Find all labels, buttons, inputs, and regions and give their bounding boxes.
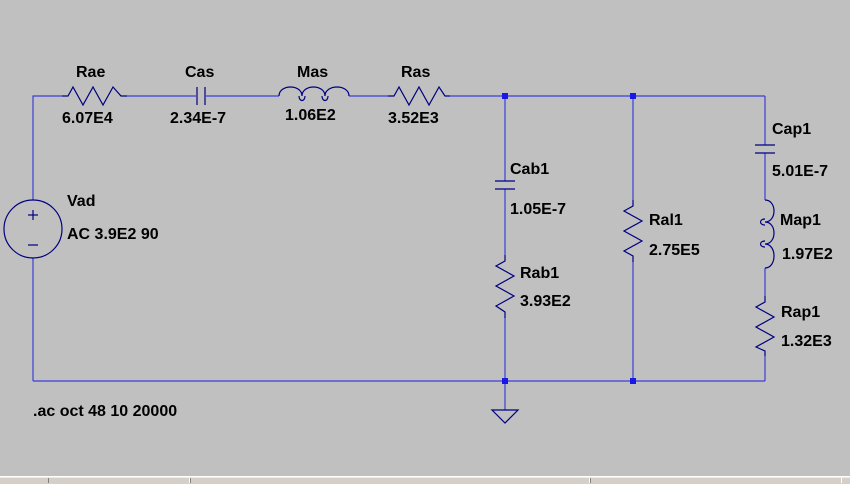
- status-bar-pane: [190, 478, 590, 483]
- resistor-rab1[interactable]: Rab1 3.93E2: [494, 255, 571, 318]
- inductor-mas[interactable]: Mas 1.06E2: [278, 64, 350, 124]
- resistor-rae[interactable]: Rae 6.07E4: [62, 64, 127, 127]
- junction-dot: [502, 378, 508, 384]
- wires: [32, 95, 766, 410]
- inductor-map1-name: Map1: [780, 212, 821, 229]
- resistor-rap1-name: Rap1: [781, 304, 820, 321]
- voltage-source-vad-value: AC 3.9E2 90: [67, 226, 159, 243]
- capacitor-cab1[interactable]: Cab1 1.05E-7: [495, 161, 566, 218]
- capacitor-cas-name: Cas: [185, 64, 214, 81]
- resistor-ras-value: 3.52E3: [388, 110, 439, 127]
- resistor-rab1-name: Rab1: [520, 265, 559, 282]
- resistor-rab1-value: 3.93E2: [520, 293, 571, 310]
- status-bar-pane: [48, 478, 190, 483]
- voltage-source-vad-name: Vad: [67, 193, 95, 210]
- junction-dot: [502, 93, 508, 99]
- junction-dot: [630, 378, 636, 384]
- inductor-map1-value: 1.97E2: [782, 246, 833, 263]
- resistor-ras[interactable]: Ras 3.52E3: [388, 64, 450, 127]
- capacitor-cas-value: 2.34E-7: [170, 110, 226, 127]
- resistor-ras-name: Ras: [401, 64, 430, 81]
- capacitor-cap1-value: 5.01E-7: [772, 163, 828, 180]
- resistor-rap1[interactable]: Rap1 1.32E3: [754, 296, 832, 356]
- resistor-ral1[interactable]: Ral1 2.75E5: [622, 200, 700, 262]
- status-bar-pane: [590, 478, 842, 483]
- ground-symbol[interactable]: [490, 409, 520, 424]
- capacitor-cap1-name: Cap1: [772, 121, 811, 138]
- spice-directive[interactable]: .ac oct 48 10 20000: [33, 403, 177, 420]
- resistor-rap1-value: 1.32E3: [781, 333, 832, 350]
- resistor-rae-value: 6.07E4: [62, 110, 113, 127]
- status-bar: [0, 476, 850, 484]
- junction-dot: [630, 93, 636, 99]
- voltage-source-vad[interactable]: Vad AC 3.9E2 90: [3, 193, 159, 259]
- resistor-ral1-name: Ral1: [649, 212, 683, 229]
- inductor-map1[interactable]: Map1 1.97E2: [759, 199, 833, 269]
- capacitor-cab1-name: Cab1: [510, 161, 549, 178]
- inductor-mas-value: 1.06E2: [285, 107, 336, 124]
- resistor-ral1-value: 2.75E5: [649, 242, 700, 259]
- inductor-mas-name: Mas: [297, 64, 328, 81]
- resistor-rae-name: Rae: [76, 64, 105, 81]
- capacitor-cap1[interactable]: Cap1 5.01E-7: [755, 121, 828, 180]
- capacitor-cas[interactable]: Cas 2.34E-7: [170, 64, 226, 127]
- capacitor-cab1-value: 1.05E-7: [510, 201, 566, 218]
